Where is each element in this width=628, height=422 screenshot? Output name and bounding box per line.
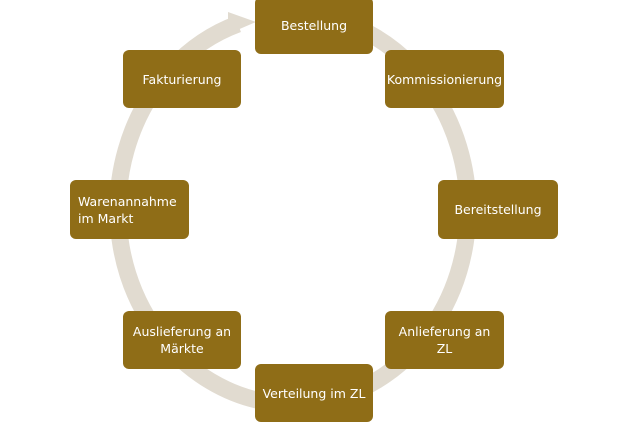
cycle-arrowhead: [228, 12, 256, 34]
step-label-auslieferung-an-maerkte: Auslieferung an Märkte: [132, 324, 232, 356]
step-box-verteilung-im-zl: Verteilung im ZL: [255, 364, 373, 422]
step-label-verteilung-im-zl: Verteilung im ZL: [262, 385, 366, 401]
step-box-kommissionierung: Kommissionierung: [385, 50, 504, 108]
step-label-warenannahme-im-markt: Warenannahme im Markt: [78, 193, 177, 226]
step-box-bereitstellung: Bereitstellung: [438, 180, 558, 239]
step-box-bestellung: Bestellung: [255, 0, 373, 54]
step-box-anlieferung-an-zl: Anlieferung an ZL: [385, 311, 504, 369]
step-label-bereitstellung: Bereitstellung: [454, 202, 542, 217]
step-box-fakturierung: Fakturierung: [123, 50, 241, 108]
step-box-warenannahme-im-markt: Warenannahme im Markt: [70, 180, 189, 239]
step-label-fakturierung: Fakturierung: [142, 71, 222, 87]
step-label-kommissionierung: Kommissionierung: [386, 71, 503, 87]
step-label-bestellung: Bestellung: [280, 18, 348, 33]
step-label-anlieferung-an-zl: Anlieferung an ZL: [398, 324, 491, 356]
step-box-auslieferung-an-maerkte: Auslieferung an Märkte: [123, 311, 241, 369]
